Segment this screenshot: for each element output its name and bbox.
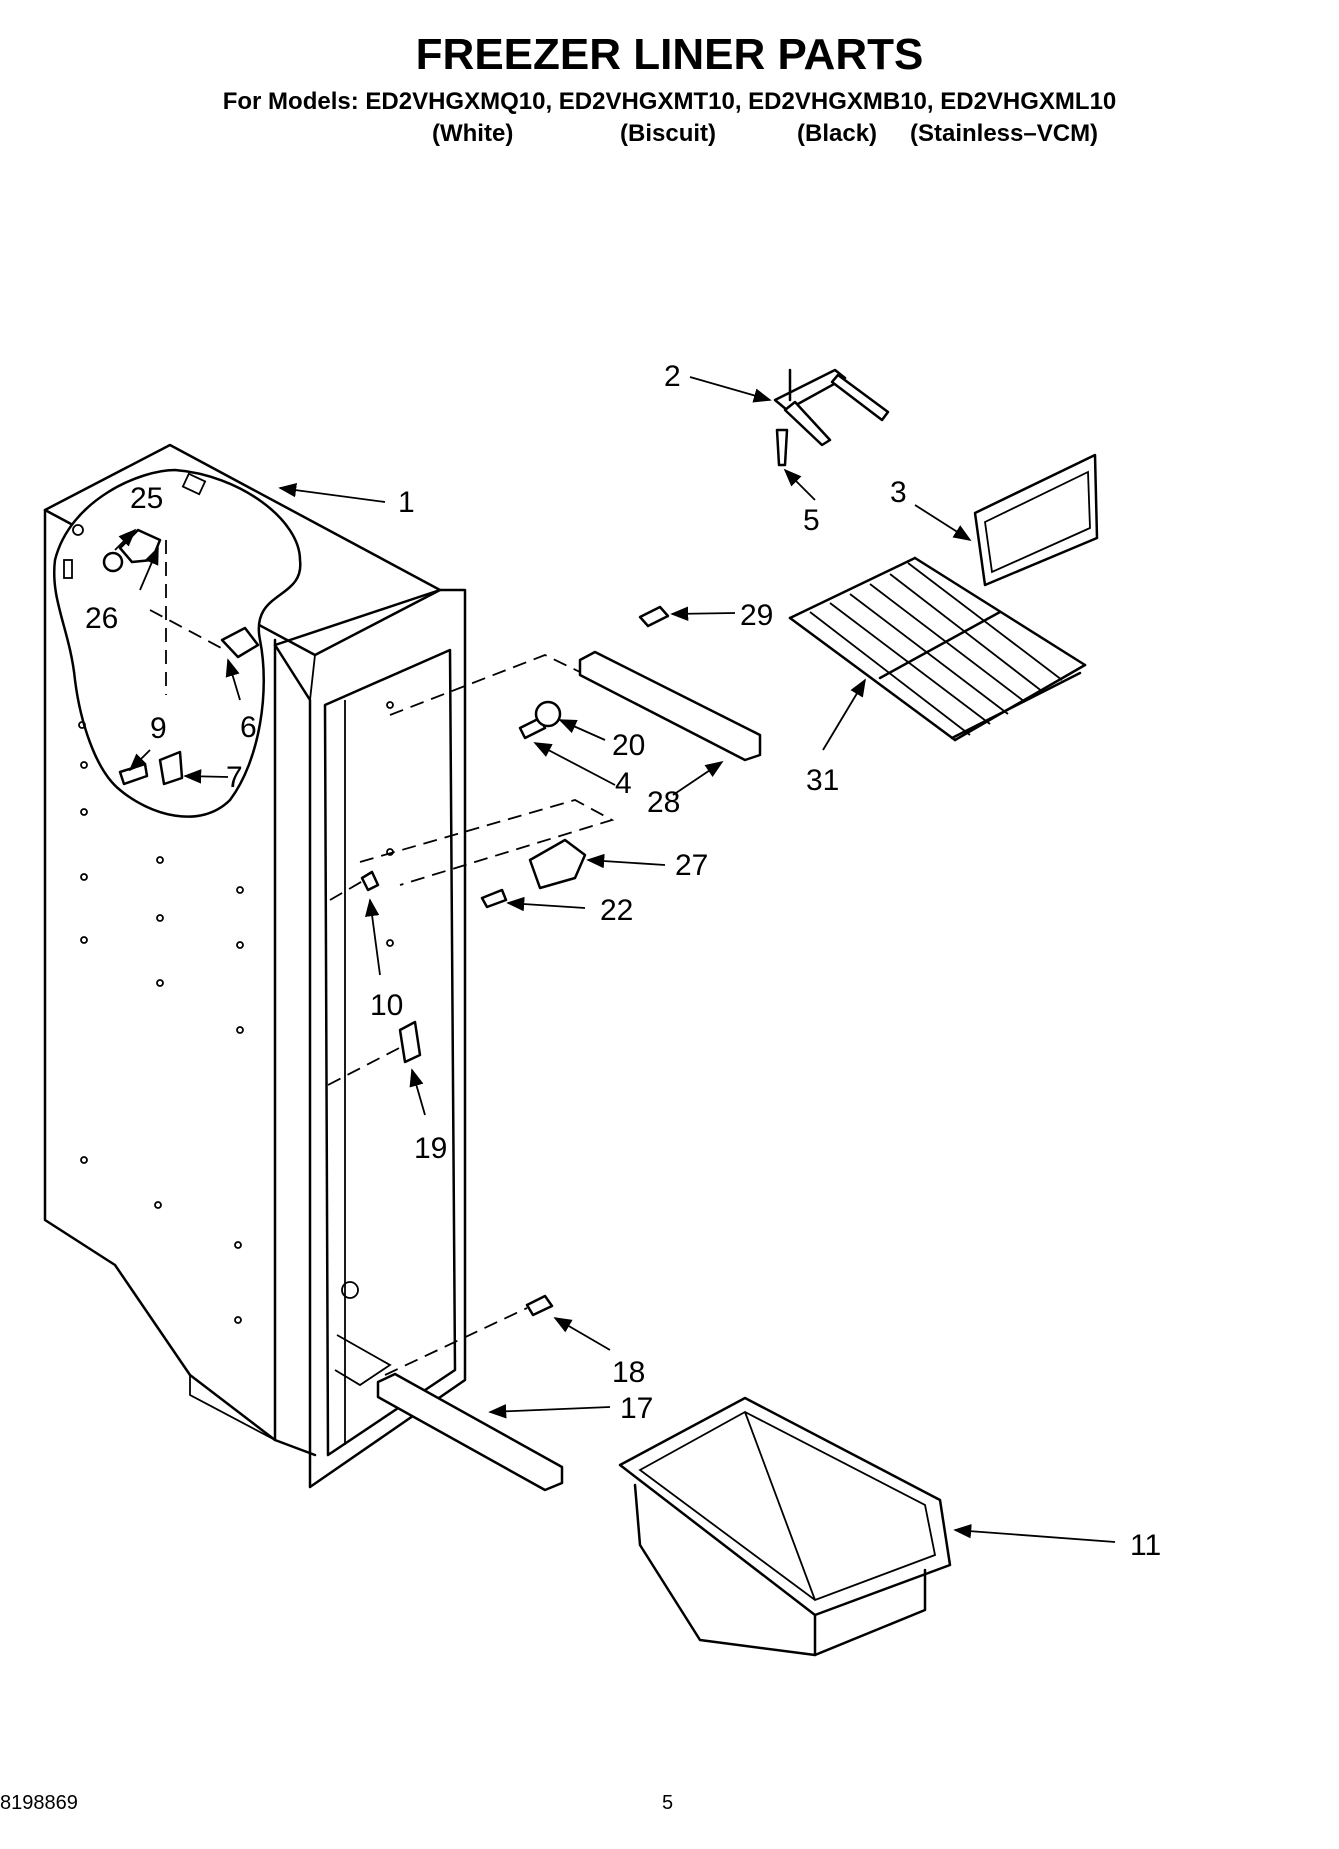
callout-9: 9: [150, 712, 167, 745]
wire-shelf-31: [788, 556, 1087, 742]
callout-5: 5: [803, 504, 820, 537]
callout-31: 31: [806, 764, 839, 797]
leader-lines: [114, 376, 1116, 1543]
finish-stainless: (Stainless–VCM): [910, 120, 1099, 147]
bracket-6: [220, 626, 260, 659]
clip-7: [158, 750, 184, 786]
callout-1: 1: [398, 486, 415, 519]
callout-6: 6: [240, 711, 257, 744]
shelf-support-17: [376, 1372, 564, 1492]
screw-18: [525, 1294, 554, 1317]
models-line: For Models: ED2VHGXMQ10, ED2VHGXMT10, ED…: [222, 88, 1117, 115]
callout-18: 18: [612, 1356, 645, 1389]
finish-black: (Black): [797, 120, 878, 147]
callout-26: 26: [85, 602, 118, 635]
callout-22: 22: [600, 894, 633, 927]
callout-20: 20: [612, 729, 645, 762]
callout-labels: 1 2 3 5 25 26 6 9 7 29 20 4 28 31 27 22 …: [85, 360, 1161, 1562]
guide-line-18: [384, 1307, 528, 1376]
page-number: 5: [662, 1792, 674, 1814]
guide-line-19: [327, 1044, 406, 1086]
finish-biscuit: (Biscuit): [620, 120, 716, 147]
callout-4: 4: [615, 767, 632, 800]
glass-shelf-3: [973, 453, 1099, 587]
callout-25: 25: [130, 482, 163, 515]
guide-line-27: [359, 799, 615, 886]
screw-10: [360, 870, 380, 892]
finish-white: (White): [432, 120, 514, 147]
shelf-bracket-2: [773, 368, 890, 467]
freezer-bin-11: [618, 1396, 952, 1657]
guide-line-10: [329, 877, 369, 901]
callout-3: 3: [890, 476, 907, 509]
callout-29: 29: [740, 599, 773, 632]
screw-22: [480, 888, 508, 909]
cam-20: [534, 700, 562, 728]
page-title: FREEZER LINER PARTS: [415, 30, 924, 79]
side-panel-holes: [78, 721, 244, 1324]
callout-2: 2: [664, 360, 681, 393]
callout-28: 28: [647, 786, 680, 819]
callout-27: 27: [675, 849, 708, 882]
shelf-support-28: [578, 650, 762, 762]
callout-10: 10: [370, 989, 403, 1022]
part-19: [398, 1020, 422, 1064]
callout-17: 17: [620, 1392, 653, 1425]
document-number: 8198869: [0, 1792, 78, 1814]
callout-7: 7: [226, 761, 243, 794]
callout-19: 19: [414, 1132, 447, 1165]
guide-line-28: [389, 654, 581, 716]
cam-27: [528, 838, 587, 890]
callout-11: 11: [1130, 1529, 1161, 1562]
screw-29: [638, 605, 670, 628]
